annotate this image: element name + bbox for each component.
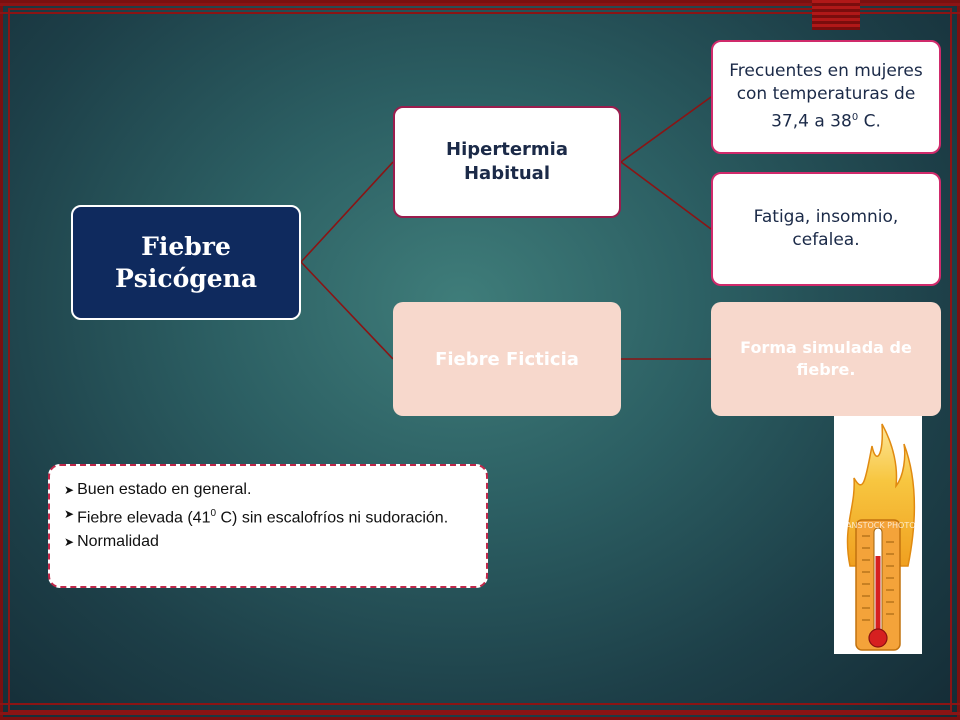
- thermometer-fire-image: CANSTOCK PHOTO: [834, 416, 922, 654]
- node-forma-simulada: Forma simulada de fiebre.: [711, 302, 941, 416]
- node-frecuentes-mujeres: Frecuentes en mujeres con temperaturas d…: [711, 40, 941, 154]
- node-fatiga-label: Fatiga, insomnio, cefalea.: [753, 207, 899, 250]
- connector-habitual-child1: [620, 96, 712, 163]
- connector-habitual-child2: [620, 161, 712, 230]
- note-text: Buen estado en general.: [77, 481, 252, 498]
- note-item: ➤ Normalidad: [64, 530, 472, 554]
- node-hipertermia-habitual: Hipertermia Habitual: [393, 106, 621, 218]
- corner-tab: [812, 0, 860, 30]
- arrow-bullet-icon: ➤: [64, 507, 75, 521]
- watermark-text: CANSTOCK PHOTO: [841, 521, 916, 530]
- root-label-line1: Fiebre: [141, 231, 231, 261]
- node-forma-simulada-label: Forma simulada de fiebre.: [740, 338, 912, 379]
- node-hipertermia-line1: Hipertermia: [446, 139, 568, 160]
- note-item: ➤ Buen estado en general.: [64, 478, 472, 502]
- note-text-part: Fiebre elevada (41: [77, 509, 211, 527]
- top-stripe: [0, 3, 960, 6]
- node-fiebre-ficticia: Fiebre Ficticia: [393, 302, 621, 416]
- arrow-bullet-icon: ➤: [64, 483, 75, 497]
- top-stripe: [0, 12, 960, 14]
- connector-root-habitual: [300, 161, 394, 263]
- frecuentes-text: Frecuentes en mujeres con temperaturas d…: [729, 61, 923, 132]
- node-hipertermia-line2: Habitual: [463, 163, 550, 184]
- bottom-stripe: [0, 703, 960, 705]
- note-text: Fiebre elevada (410 C) sin escalofríos n…: [77, 502, 448, 530]
- notes-box: ➤ Buen estado en general. ➤ Fiebre eleva…: [48, 464, 488, 588]
- degree-superscript: 0: [851, 112, 859, 124]
- note-text: Normalidad: [77, 533, 159, 551]
- connector-root-ficticia: [300, 261, 394, 360]
- node-fatiga: Fatiga, insomnio, cefalea.: [711, 172, 941, 286]
- bottom-stripe: [0, 712, 960, 715]
- node-frecuentes-text: Frecuentes en mujeres con temperaturas d…: [723, 60, 929, 134]
- frecuentes-unit: C.: [858, 111, 881, 132]
- root-node: Fiebre Psicógena: [71, 205, 301, 320]
- arrow-bullet-icon: ➤: [64, 535, 75, 550]
- degree-superscript: 0: [210, 508, 217, 519]
- node-ficticia-label: Fiebre Ficticia: [435, 348, 579, 370]
- root-label-line2: Psicógena: [114, 263, 258, 293]
- note-text-part: C) sin escalofríos ni sudoración.: [216, 509, 449, 527]
- note-item: ➤ Fiebre elevada (410 C) sin escalofríos…: [64, 502, 472, 530]
